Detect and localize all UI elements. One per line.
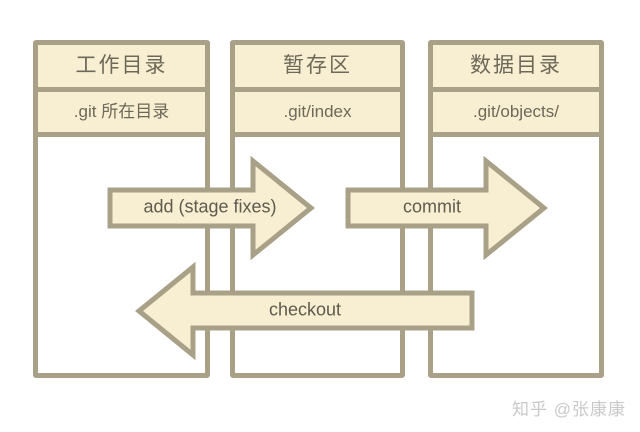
checkout-arrow-label: checkout [268,299,342,320]
column-data-directory-path: .git/objects/ [433,92,599,137]
column-data-directory-title: 数据目录 [433,45,599,92]
column-staging-area-path: .git/index [235,92,400,137]
commit-arrow-label: commit [403,196,461,217]
add-arrow-label: add (stage fixes) [143,196,277,217]
column-working-directory-title: 工作目录 [38,45,205,92]
column-working-directory-path: .git 所在目录 [38,92,205,137]
watermark-text: 知乎 @张康康 [512,400,626,419]
column-staging-area-title: 暂存区 [235,45,400,92]
